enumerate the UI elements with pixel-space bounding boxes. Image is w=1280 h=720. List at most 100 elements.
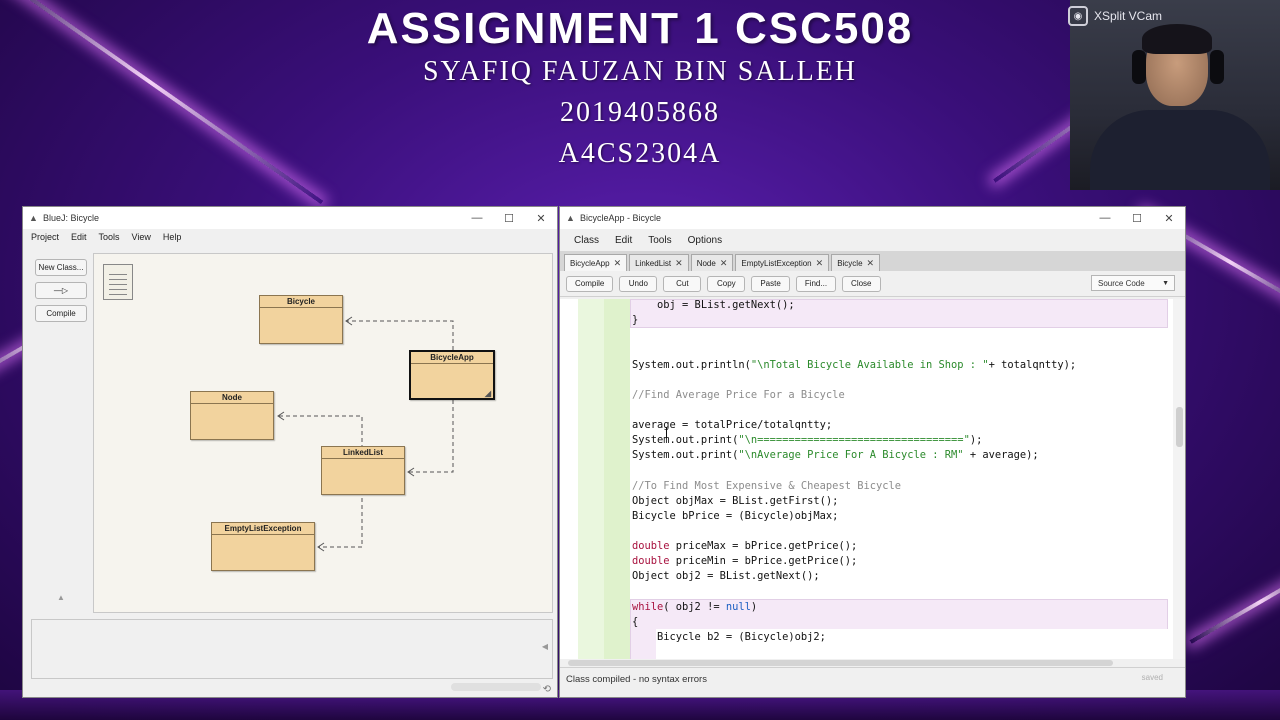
readme-doc-icon[interactable] xyxy=(103,264,133,300)
presenter-hair xyxy=(1142,24,1212,54)
code-keyword: double xyxy=(632,555,670,567)
code-token: + average); xyxy=(963,449,1039,461)
menu-tools[interactable]: Tools xyxy=(648,234,672,246)
code-line: double priceMin = bPrice.getPrice(); xyxy=(632,555,857,567)
close-tab-icon[interactable]: ✕ xyxy=(815,257,824,268)
class-bicycle[interactable]: Bicycle xyxy=(259,295,343,344)
light-beam xyxy=(1189,560,1280,644)
horizontal-scrollbar[interactable] xyxy=(560,659,1175,667)
code-line: { xyxy=(632,616,639,628)
tab-node[interactable]: Node✕ xyxy=(690,254,734,271)
class-bicycle-name: Bicycle xyxy=(260,296,342,308)
scope-gutter xyxy=(604,299,630,659)
collapse-left-icon[interactable]: ◀ xyxy=(541,642,548,651)
code-string: "\n=================================" xyxy=(738,434,970,446)
code-token: ) xyxy=(750,601,758,613)
code-token: System.out.println( xyxy=(632,359,751,371)
editor-titlebar: ▲ BicycleApp - Bicycle — ☐ ✕ xyxy=(560,207,1185,229)
close-tab-icon[interactable]: ✕ xyxy=(719,257,728,268)
webcam-feed xyxy=(1070,0,1280,190)
window-controls: — ☐ ✕ xyxy=(461,207,557,229)
menu-help[interactable]: Help xyxy=(162,232,182,242)
paste-button[interactable]: Paste xyxy=(751,275,790,292)
close-icon[interactable]: ✕ xyxy=(536,212,546,225)
class-node-name: Node xyxy=(191,392,273,404)
code-line: obj = BList.getNext(); xyxy=(632,299,795,311)
code-token: ); xyxy=(969,434,983,446)
code-line: while( obj2 != null) xyxy=(632,601,757,613)
close-tab-icon[interactable]: ✕ xyxy=(866,257,875,268)
object-bench[interactable]: ◀ xyxy=(31,619,553,679)
tab-emptylistexception[interactable]: EmptyListException✕ xyxy=(735,254,830,271)
saved-indicator: saved xyxy=(1141,673,1163,682)
new-class-button[interactable]: New Class... xyxy=(35,259,87,276)
maximize-icon[interactable]: ☐ xyxy=(504,212,514,225)
close-icon[interactable]: ✕ xyxy=(1164,212,1174,225)
code-line: average = totalPrice/totalqntty; xyxy=(632,419,833,431)
camera-icon: ◉ xyxy=(1068,6,1088,26)
minimize-icon[interactable]: — xyxy=(471,212,483,224)
add-arrow-button[interactable]: —▷ xyxy=(35,282,87,299)
compile-button[interactable]: Compile xyxy=(566,275,614,292)
find-button[interactable]: Find... xyxy=(795,275,837,292)
scroll-thumb[interactable] xyxy=(1176,407,1183,447)
menu-class[interactable]: Class xyxy=(574,234,600,246)
code-token: priceMax = bPrice.getPrice(); xyxy=(669,540,858,552)
code-line: double priceMax = bPrice.getPrice(); xyxy=(632,540,857,552)
maximize-icon[interactable]: ☐ xyxy=(1132,212,1142,225)
chevron-down-icon: ▼ xyxy=(1162,279,1169,287)
group-code: A4CS2304A xyxy=(558,138,722,169)
menu-options[interactable]: Options xyxy=(687,234,723,246)
code-token: ( obj2 != xyxy=(663,601,726,613)
code-line: System.out.print("\n====================… xyxy=(632,434,982,446)
close-tab-icon[interactable]: ✕ xyxy=(675,257,683,268)
menu-view[interactable]: View xyxy=(131,232,151,242)
close-tab-icon[interactable]: ✕ xyxy=(613,257,622,268)
editor-tabs: BicycleApp✕ LinkedList✕ Node✕ EmptyListE… xyxy=(560,251,1185,271)
minimize-icon[interactable]: — xyxy=(1099,212,1111,224)
bluej-window-title: BlueJ: Bicycle xyxy=(43,213,100,223)
resize-handle-icon[interactable]: ◢ xyxy=(484,389,491,398)
view-mode-select[interactable]: Source Code ▼ xyxy=(1091,275,1175,291)
tab-label: LinkedList xyxy=(635,258,672,268)
menu-tools[interactable]: Tools xyxy=(98,232,120,242)
presenter-body xyxy=(1090,110,1270,190)
code-comment: //Find Average Price For a Bicycle xyxy=(632,389,845,401)
compile-button[interactable]: Compile xyxy=(35,305,87,322)
dependency-arrows xyxy=(277,316,454,552)
class-emptylistexception[interactable]: EmptyListException xyxy=(211,522,315,571)
scroll-thumb[interactable] xyxy=(568,660,1113,666)
refresh-icon[interactable]: ⟲ xyxy=(542,684,551,695)
code-token: priceMin = bPrice.getPrice(); xyxy=(669,555,858,567)
cut-button[interactable]: Cut xyxy=(663,275,702,292)
class-bicycleapp[interactable]: BicycleApp ◢ xyxy=(409,350,495,400)
menu-edit[interactable]: Edit xyxy=(615,234,633,246)
menu-project[interactable]: Project xyxy=(31,232,60,242)
class-diagram[interactable]: Bicycle BicycleApp ◢ Node LinkedList Emp… xyxy=(93,253,553,613)
editor-window-title: BicycleApp - Bicycle xyxy=(580,213,662,223)
class-node[interactable]: Node xyxy=(190,391,274,440)
editor-window: ▲ BicycleApp - Bicycle — ☐ ✕ Class Edit … xyxy=(559,206,1186,698)
vertical-scrollbar[interactable] xyxy=(1173,299,1185,659)
tab-bicycle[interactable]: Bicycle✕ xyxy=(831,254,881,271)
class-linkedlist[interactable]: LinkedList xyxy=(321,446,405,495)
copy-button[interactable]: Copy xyxy=(707,275,746,292)
xsplit-watermark: ◉ XSplit VCam xyxy=(1068,6,1162,26)
bench-scrollbar[interactable] xyxy=(451,683,541,691)
line-gutter xyxy=(578,299,604,659)
code-editor[interactable]: obj = BList.getNext(); } System.out.prin… xyxy=(560,299,1175,659)
bluej-titlebar: ▲ BlueJ: Bicycle — ☐ ✕ xyxy=(23,207,557,229)
code-token: System.out.print( xyxy=(632,434,739,446)
code-string: "\nTotal Bicycle Available in Shop : " xyxy=(750,359,989,371)
status-message: Class compiled - no syntax errors xyxy=(566,674,707,685)
close-button[interactable]: Close xyxy=(842,275,881,292)
editor-menubar: Class Edit Tools Options xyxy=(560,229,1185,251)
class-linkedlist-name: LinkedList xyxy=(322,447,404,459)
tab-linkedlist[interactable]: LinkedList✕ xyxy=(629,254,689,271)
collapse-up-icon[interactable]: ▲ xyxy=(57,593,65,602)
tab-label: EmptyListException xyxy=(741,258,812,268)
undo-button[interactable]: Undo xyxy=(619,275,658,292)
menu-edit[interactable]: Edit xyxy=(71,232,87,242)
student-id: 2019405868 xyxy=(560,97,720,128)
tab-bicycleapp[interactable]: BicycleApp✕ xyxy=(564,254,628,271)
